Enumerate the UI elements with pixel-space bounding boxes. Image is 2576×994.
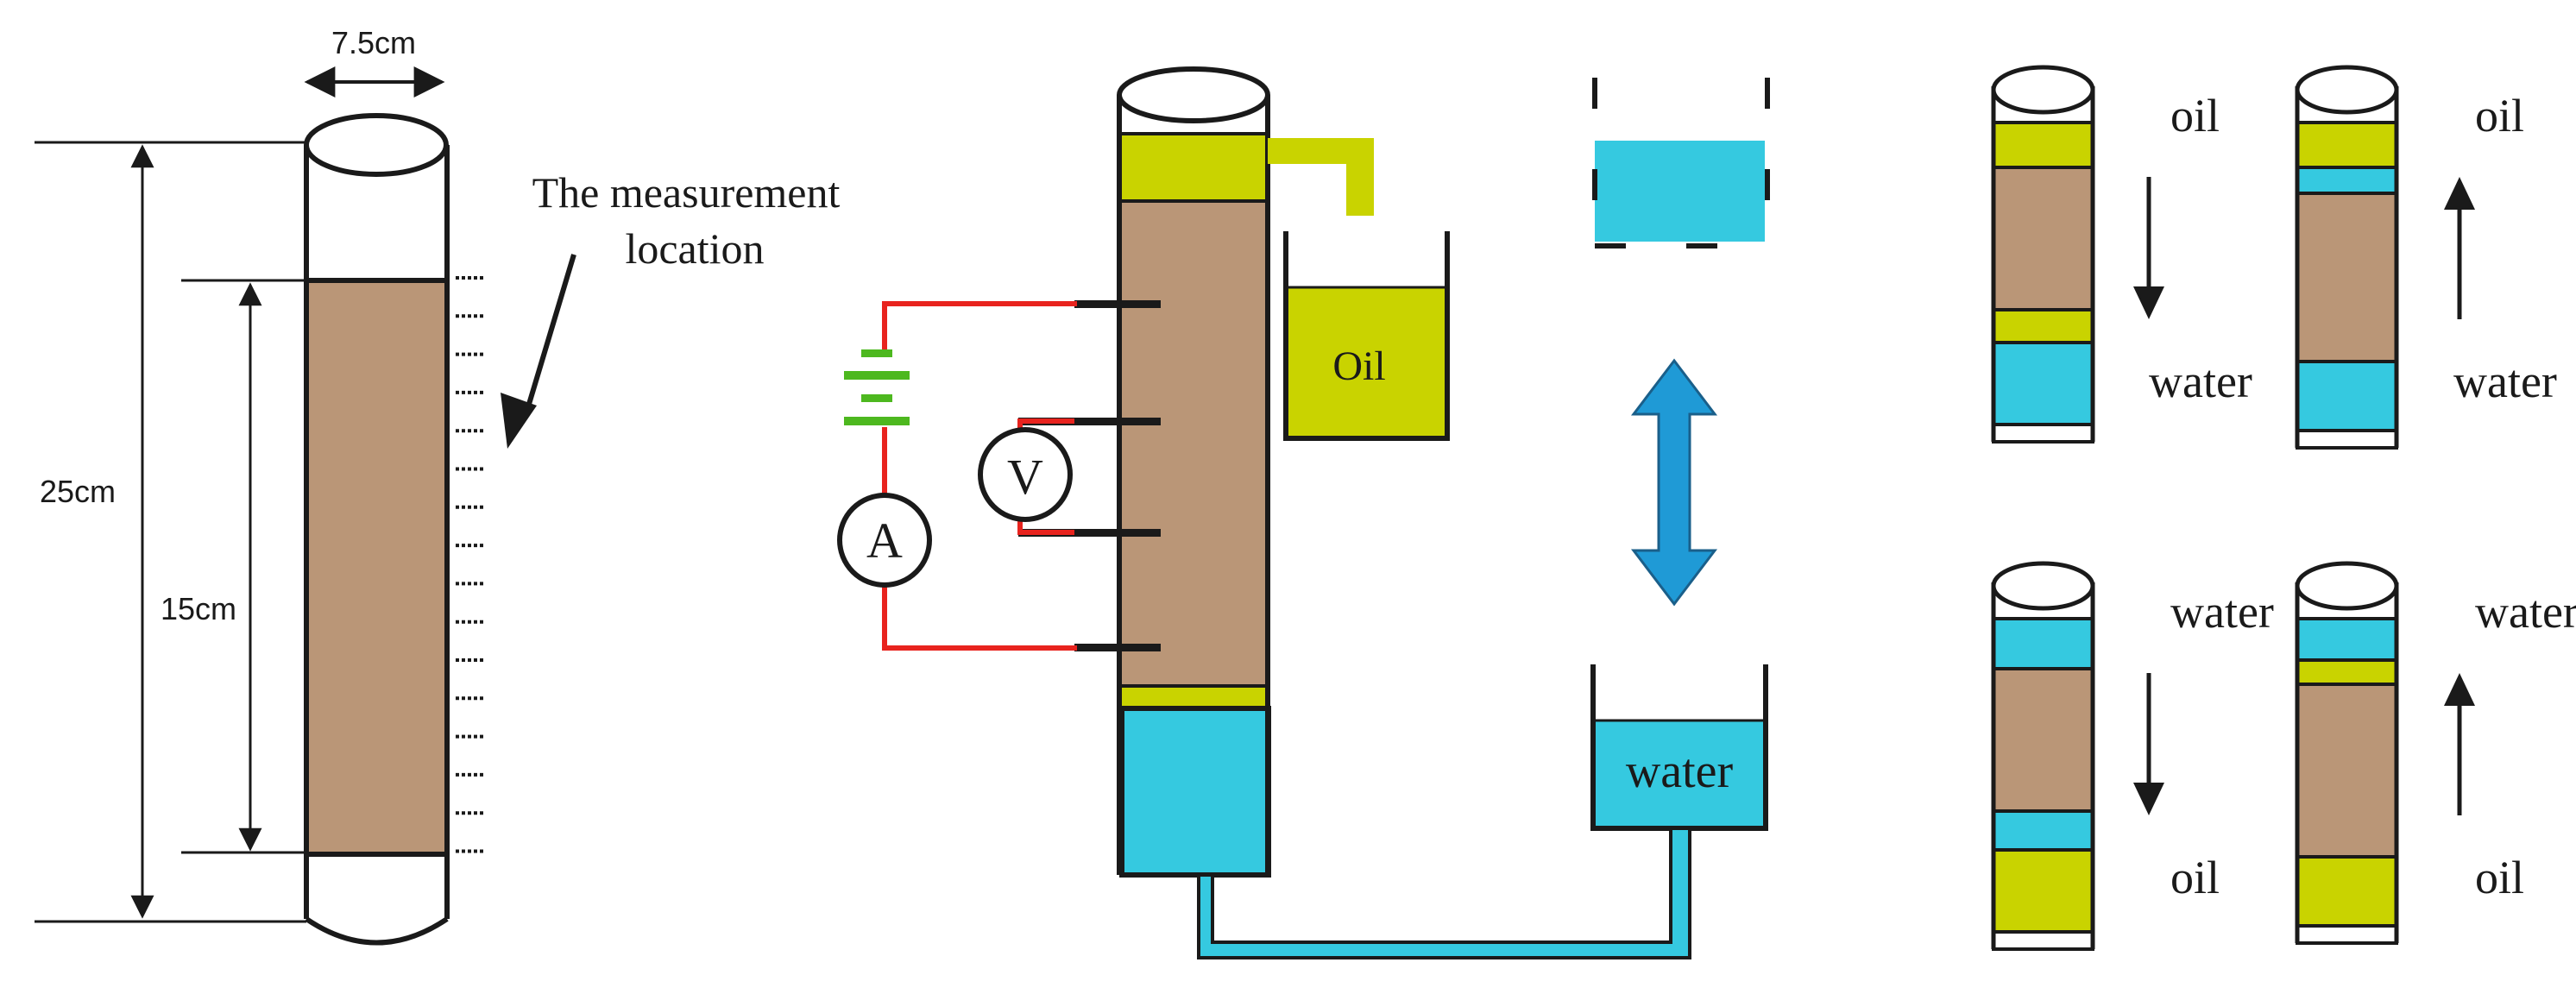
measurement-label-line2: location <box>625 224 764 273</box>
diameter-label: 7.5cm <box>331 25 416 60</box>
flow-arrow-down-icon <box>2133 783 2164 815</box>
oil-beaker-outline <box>1283 231 1450 441</box>
upper-reservoir-water <box>1595 141 1765 242</box>
measurement-pointer-head <box>501 393 537 449</box>
measurement-label-line1: The measurement <box>532 168 841 217</box>
flow-panels: oil water oil water water oil water oil <box>1991 65 2576 951</box>
voltmeter-icon <box>978 427 1073 522</box>
ammeter-icon <box>837 493 932 588</box>
flow-panel-4: water oil <box>2295 561 2576 945</box>
panel-top-ellipse <box>2295 561 2399 611</box>
flow-panel-1: oil water <box>1991 65 2252 444</box>
apparatus-group: Oil A V <box>837 66 1770 959</box>
measurement-ticks <box>456 276 483 853</box>
panel-layer-soil <box>2296 683 2398 859</box>
panel-layer-water <box>1992 617 2094 670</box>
connecting-tube <box>1197 827 1691 959</box>
battery-icon <box>844 349 910 425</box>
current-circuit-top <box>882 301 1077 349</box>
voltmeter-label: V <box>1007 449 1043 505</box>
panel-bottom-label: oil <box>2475 852 2524 903</box>
panel-top-label: water <box>2475 586 2576 638</box>
left-tube-top-ellipse <box>304 113 449 177</box>
panel-layer-oil <box>1992 848 2094 934</box>
overflow-spout <box>1268 138 1374 216</box>
panel-top-label: oil <box>2475 90 2524 142</box>
flow-panel-3: water oil <box>1991 561 2274 951</box>
electrode-4 <box>1074 644 1161 651</box>
panel-layer-soil <box>1992 166 2094 311</box>
panel-layer-water <box>2296 360 2398 432</box>
measurement-pointer-line <box>522 254 576 419</box>
panel-layer-oil <box>2296 855 2398 928</box>
flow-arrow-up-icon <box>2444 177 2475 210</box>
panel-layer-water <box>2296 617 2398 662</box>
panel-bottom-label: water <box>2149 355 2252 407</box>
sample-height-label: 15cm <box>161 591 236 626</box>
column-water <box>1119 706 1271 878</box>
double-headed-arrow-icon <box>1630 358 1718 607</box>
panel-top-label: water <box>2170 586 2274 638</box>
panel-layer-water <box>1992 809 2094 852</box>
panel-layer-water <box>1992 341 2094 426</box>
panel-bottom-label: oil <box>2170 852 2220 903</box>
electrode-2 <box>1018 418 1161 425</box>
panel-bottom-label: water <box>2453 355 2557 407</box>
column-soil <box>1118 199 1269 688</box>
panel-layer-white <box>1992 423 2094 444</box>
flow-arrow-up-icon <box>2444 673 2475 706</box>
flow-panel-2: oil water <box>2295 65 2557 450</box>
panel-layer-oil <box>1992 121 2094 169</box>
left-tube-sample <box>306 280 447 854</box>
panel-top-ellipse <box>1991 561 2095 611</box>
panel-layer-soil <box>1992 667 2094 813</box>
panel-layer-white <box>1992 930 2094 951</box>
left-column-group: 7.5cm 25cm 15cm The measurement location <box>26 25 841 946</box>
left-tube-bottom-curve <box>305 916 449 946</box>
oil-beaker-label: Oil <box>1332 343 1385 389</box>
lower-reservoir-label: water <box>1626 745 1734 798</box>
panel-layer-soil <box>2296 192 2398 363</box>
total-height-label: 25cm <box>40 474 116 509</box>
panel-top-label: oil <box>2170 90 2220 142</box>
panel-top-ellipse <box>2295 65 2399 115</box>
lower-reservoir-water <box>1593 720 1766 828</box>
panel-top-ellipse <box>1991 65 2095 115</box>
voltmeter-red-lower <box>1017 518 1074 535</box>
panel-layer-white <box>2296 429 2398 450</box>
column-oil-bottom <box>1118 684 1269 710</box>
panel-layer-oil <box>2296 658 2398 686</box>
flow-arrow-down-icon <box>2133 286 2164 319</box>
oil-beaker-liquid <box>1286 287 1447 438</box>
panel-layer-oil <box>1992 308 2094 344</box>
column-top-ellipse <box>1117 66 1270 123</box>
electrode-1 <box>1074 300 1161 308</box>
electrode-3 <box>1018 529 1161 537</box>
upper-reservoir-outline <box>1592 78 1770 248</box>
column-oil-top <box>1118 132 1269 203</box>
panel-layer-oil <box>2296 121 2398 169</box>
panel-layer-water <box>2296 166 2398 195</box>
ammeter-label: A <box>866 513 903 569</box>
panel-layer-white <box>2296 924 2398 945</box>
current-circuit-bottom <box>882 584 1077 651</box>
